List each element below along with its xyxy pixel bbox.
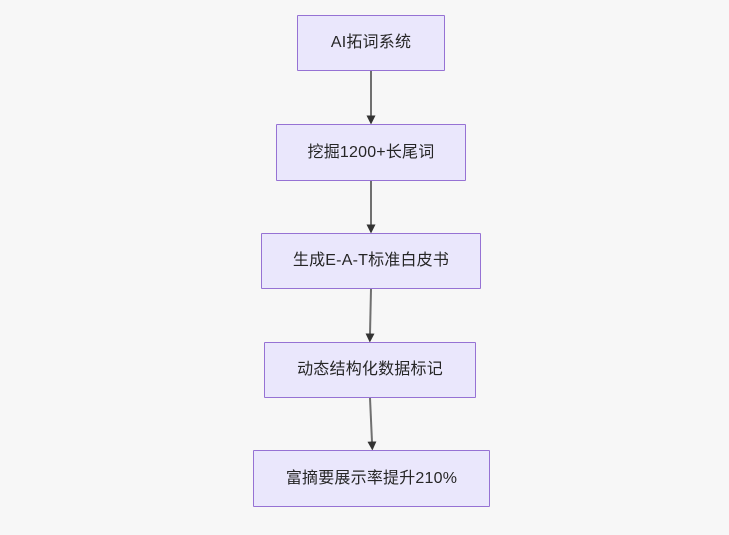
- flow-node-1[interactable]: AI拓词系统: [297, 15, 445, 71]
- flow-node-3-label: 生成E-A-T标准白皮书: [292, 252, 450, 269]
- flow-node-4-label: 动态结构化数据标记: [297, 361, 443, 378]
- flow-node-5-label: 富摘要展示率提升210%: [285, 469, 458, 487]
- flow-node-3[interactable]: 生成E-A-T标准白皮书: [261, 233, 481, 289]
- flow-node-5[interactable]: 富摘要展示率提升210%: [253, 450, 490, 507]
- flow-edge-4: [367, 397, 377, 451]
- flow-node-2-label: 挖掘1200+长尾词: [307, 143, 435, 161]
- flow-node-1-label: AI拓词系统: [330, 34, 412, 51]
- flow-node-4[interactable]: 动态结构化数据标记: [264, 342, 476, 398]
- flow-edge-3: [365, 288, 375, 343]
- flow-node-2[interactable]: 挖掘1200+长尾词: [276, 124, 466, 181]
